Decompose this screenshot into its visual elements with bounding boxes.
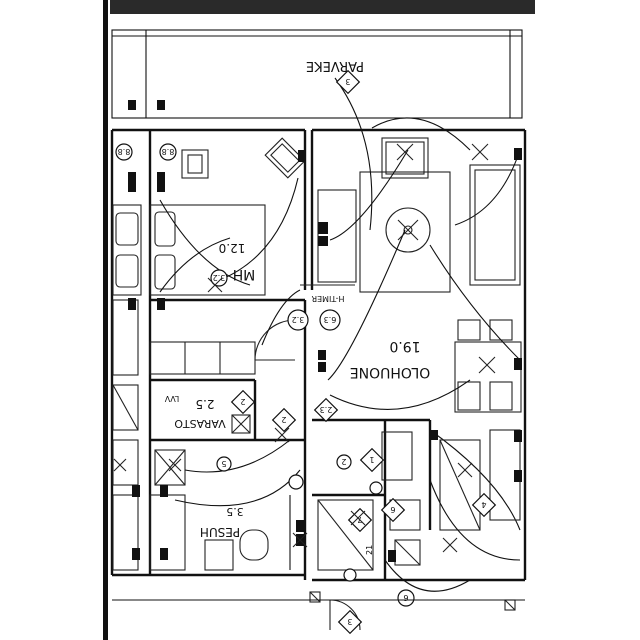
switch-symbol: 2 bbox=[271, 407, 297, 433]
storage-code: LVV bbox=[164, 394, 179, 403]
socket-symbol: 5 bbox=[216, 456, 232, 472]
socket-symbol bbox=[288, 474, 304, 490]
balcony: PARVEKE bbox=[111, 29, 523, 119]
socket-symbol: 2 bbox=[336, 454, 352, 470]
wall-outlets bbox=[128, 100, 522, 562]
socket-symbol: 3.2 bbox=[210, 269, 228, 287]
switch-symbol: 6 bbox=[380, 497, 406, 523]
switch-symbol: 1 bbox=[359, 447, 385, 473]
bedroom-area: 12.0 bbox=[219, 241, 246, 255]
bath-area: 3.5 bbox=[226, 505, 244, 518]
living-name: OLOHUONE bbox=[350, 364, 430, 380]
storage: LVV 2.5 VARASTO bbox=[112, 384, 251, 486]
switch-symbol: 2 bbox=[230, 389, 256, 415]
svg-text:3: 3 bbox=[347, 617, 352, 626]
socket-symbol: 8.8 bbox=[159, 143, 177, 161]
switch-symbol: 2.3 bbox=[313, 397, 339, 423]
svg-text:1: 1 bbox=[369, 455, 374, 464]
svg-text:21: 21 bbox=[365, 545, 374, 555]
svg-text:2: 2 bbox=[240, 397, 245, 406]
living-room: 19.0 OLOHUONE bbox=[317, 77, 522, 531]
svg-text:2: 2 bbox=[341, 457, 346, 466]
svg-text:6: 6 bbox=[390, 505, 395, 514]
switch-symbol: 4 bbox=[471, 492, 497, 518]
svg-text:3: 3 bbox=[345, 77, 350, 86]
socket-symbol: 8.8 bbox=[115, 143, 133, 161]
panel-label: H-TIMER bbox=[311, 294, 344, 303]
socket-symbol: 6 bbox=[397, 589, 415, 607]
svg-text:6: 6 bbox=[403, 593, 408, 602]
top-bar bbox=[110, 0, 535, 14]
svg-text:4: 4 bbox=[481, 500, 486, 509]
socket-symbol bbox=[343, 568, 357, 582]
balcony-label: PARVEKE bbox=[306, 58, 364, 73]
living-area: 19.0 bbox=[389, 338, 420, 354]
svg-text:8.8: 8.8 bbox=[162, 147, 175, 156]
electrical-symbols: 3 2.3 2 2 1 6 7 4 bbox=[115, 69, 497, 635]
svg-text:3.2: 3.2 bbox=[213, 273, 226, 282]
hall bbox=[317, 429, 521, 631]
svg-text:5: 5 bbox=[221, 459, 226, 468]
socket-symbol bbox=[369, 481, 383, 495]
bath-name: PESUH bbox=[200, 525, 240, 539]
light-fixtures bbox=[113, 143, 496, 553]
storage-area: 2.5 bbox=[195, 397, 214, 411]
switch-symbol: 3 bbox=[337, 609, 363, 635]
socket-symbol: 6.3 bbox=[319, 309, 341, 331]
bedroom: MH 12.0 bbox=[112, 137, 306, 296]
svg-text:6.3: 6.3 bbox=[324, 315, 337, 324]
svg-text:2: 2 bbox=[281, 415, 286, 424]
svg-text:3.2: 3.2 bbox=[292, 315, 305, 324]
storage-name: VARASTO bbox=[174, 417, 226, 430]
svg-text:8.8: 8.8 bbox=[118, 147, 131, 156]
switch-symbol: 3 bbox=[335, 69, 361, 95]
svg-text:2.3: 2.3 bbox=[320, 405, 333, 414]
socket-symbol: 3.2 bbox=[287, 309, 309, 331]
